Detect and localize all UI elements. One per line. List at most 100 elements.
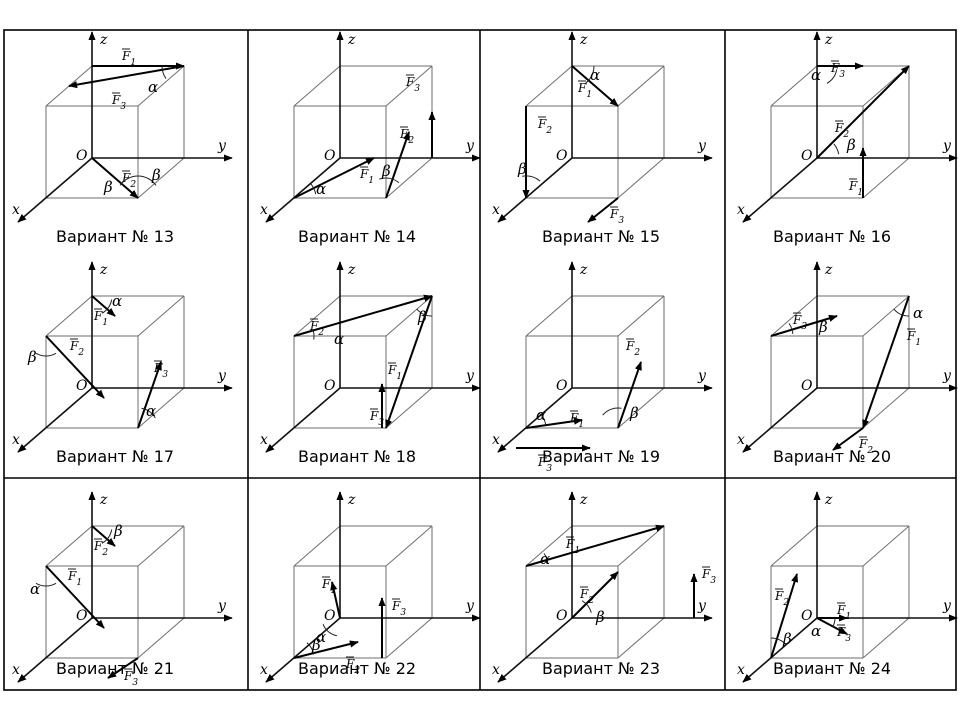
force-vector-2 [816,65,910,159]
angle-label-beta: β [818,318,828,336]
force-vector-2 [293,640,359,659]
force-vector-1 [45,565,105,629]
angle-label-beta: β [629,404,639,422]
cube-edge [862,525,910,567]
x-axis [17,387,93,453]
cube-edge [617,387,665,429]
variant-title: Вариант № 15 [542,227,660,246]
angle-arc [161,65,167,79]
x-axis-label: x [12,432,20,448]
cube-edge [45,525,93,567]
angle-arc [137,175,157,186]
cube-edge [137,295,185,337]
x-axis [265,617,341,683]
variant-title: Вариант № 19 [542,447,660,466]
angle-arc [379,177,400,184]
force-vector-2 [91,525,116,547]
angle-arc [581,600,592,613]
x-axis [265,387,341,453]
y-axis-label: y [942,138,952,154]
origin-label: O [801,608,813,624]
cube-edge [862,157,910,199]
x-axis [17,157,93,223]
z-axis-label: z [347,492,356,508]
x-axis [742,617,818,683]
z-axis-label: z [347,262,356,278]
force-vector-2 [770,573,799,659]
table-grid [3,29,957,691]
angle-arc [306,642,315,655]
variant-title: Вариант № 13 [56,227,174,246]
angle-arc [826,69,838,84]
angle-label-alpha: α [30,580,40,598]
angle-label-beta: β [595,608,605,626]
x-axis-label: x [492,432,500,448]
angle-arc [538,412,547,425]
angle-arc [522,175,541,182]
z-axis-label: z [824,492,833,508]
z-axis-label: z [99,262,108,278]
angle-label-alpha: α [540,550,550,568]
cube-edge [293,525,341,567]
angle-label-beta: β [113,522,123,540]
variant-title: Вариант № 16 [773,227,891,246]
angle-label-alpha: α [811,66,821,84]
angle-arc [101,529,113,544]
cube-edge [45,295,93,337]
cube-edge [617,617,665,659]
cube-edge [137,387,185,429]
y-axis-label: y [942,368,952,384]
y-axis-label: y [217,598,227,614]
cube-edge [293,295,341,337]
angle-arc [833,143,840,155]
angle-label-alpha: α [146,402,156,420]
z-axis-label: z [99,32,108,48]
origin-label: O [801,378,813,394]
angle-arc [141,407,156,419]
angle-label-alpha: α [590,66,600,84]
angle-arc [101,299,113,314]
force-vector-2 [293,294,433,337]
angle-arc [543,553,549,565]
force-vector-2 [832,427,864,451]
cube-edge [770,295,818,337]
force-vector-3 [107,657,139,679]
cube-edge [617,525,665,567]
cube-edge [385,157,433,199]
angle-arc [322,624,338,637]
angle-arc [416,308,433,317]
origin-label: O [76,148,88,164]
angle-label-beta: β [381,162,391,180]
z-axis-label: z [347,32,356,48]
force-vector-1 [525,417,583,429]
variant-title: Вариант № 14 [298,227,416,246]
cube-edge [770,525,818,567]
cube-edge [617,295,665,337]
angle-arc [310,183,317,195]
cube-edge [770,65,818,107]
angle-arc [119,175,139,186]
origin-label: O [556,378,568,394]
y-axis-label: y [465,138,475,154]
angle-arc [584,65,595,85]
y-axis-label: y [217,368,227,384]
force-vector-3 [137,361,162,429]
x-axis-label: x [492,662,500,678]
x-axis-label: x [737,202,745,218]
cube-edge [385,525,433,567]
angle-label-beta: β [27,348,37,366]
angle-arc [312,329,315,340]
angle-label-alpha: α [913,304,923,322]
x-axis-label: x [260,432,268,448]
cube-edge [385,65,433,107]
force-vector-1 [330,581,341,619]
variant-title: Вариант № 17 [56,447,174,466]
cube-edge [525,65,573,107]
angle-label-alpha: α [316,628,326,646]
cube-edge [525,525,573,567]
force-vector-2 [617,361,642,429]
